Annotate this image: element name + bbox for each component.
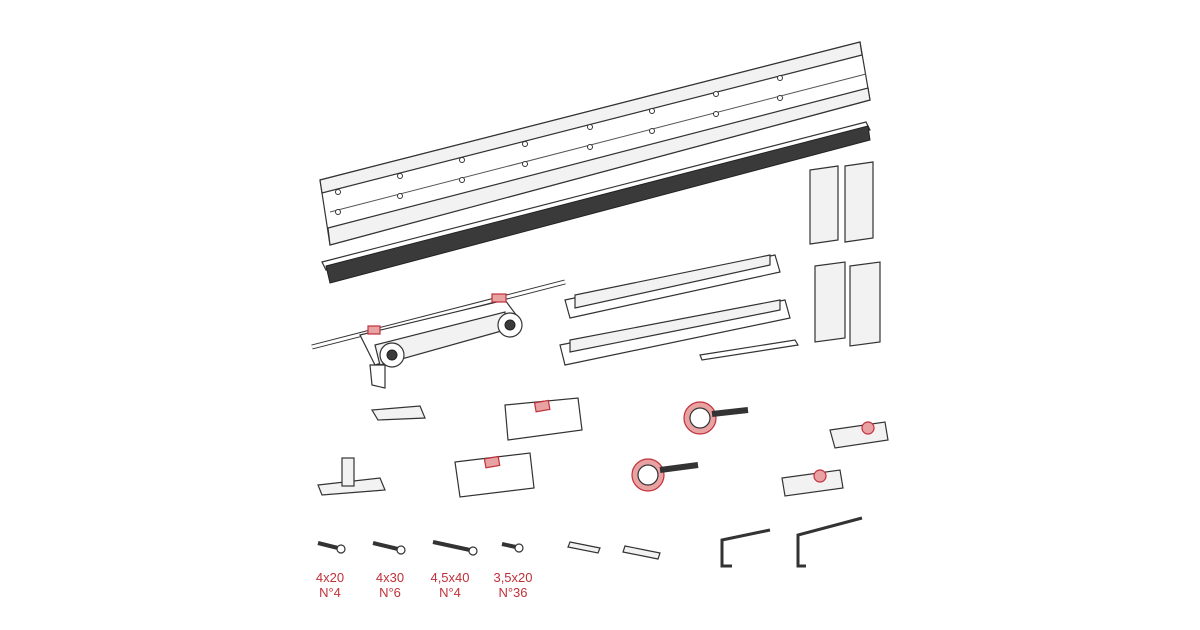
screw-size: 4x20 bbox=[315, 570, 345, 585]
screw-qty: N°4 bbox=[439, 585, 461, 600]
screws-and-fixings bbox=[317, 516, 863, 568]
soft-close-dampers bbox=[559, 254, 799, 366]
small-parts bbox=[317, 397, 889, 498]
screw-label-3: 4,5x40 N°4 bbox=[420, 570, 480, 600]
screw-size: 3,5x20 bbox=[493, 570, 533, 585]
screw-label-2: 4x30 N°6 bbox=[360, 570, 420, 600]
screw-qty: N°4 bbox=[319, 585, 341, 600]
aluminium-rail bbox=[319, 41, 871, 246]
screw-label-4: 3,5x20 N°36 bbox=[483, 570, 543, 600]
screw-qty: N°6 bbox=[379, 585, 401, 600]
screw-label-1: 4x20 N°4 bbox=[300, 570, 360, 600]
brush-strip bbox=[321, 121, 871, 284]
screw-qty: N°36 bbox=[498, 585, 528, 600]
trolley-assembly bbox=[311, 279, 566, 389]
adhesive-pads bbox=[809, 161, 881, 347]
screw-size: 4x30 bbox=[375, 570, 405, 585]
screw-size: 4,5x40 bbox=[430, 570, 470, 585]
